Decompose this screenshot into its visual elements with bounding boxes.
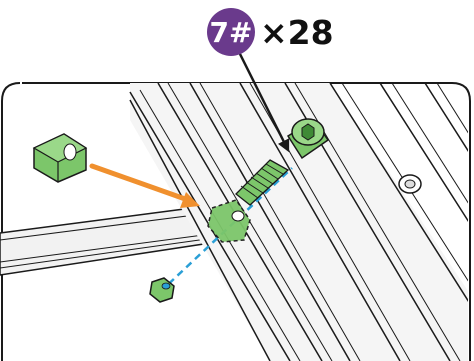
detail-frame	[1, 82, 471, 361]
hex-nut-icon	[149, 277, 175, 303]
part-callout: 7# ×28	[207, 8, 334, 56]
hex-socket-bolt-icon	[235, 118, 330, 206]
existing-bolt-icon	[398, 174, 422, 194]
part-number-label: 7#	[210, 16, 253, 49]
direction-arrow-icon	[89, 163, 200, 208]
quantity-label: ×28	[260, 13, 334, 52]
part-number-badge	[207, 8, 255, 56]
callout-pointer-line	[236, 49, 290, 153]
inserted-square-nut-icon	[207, 199, 251, 243]
square-nut-icon	[32, 133, 88, 183]
